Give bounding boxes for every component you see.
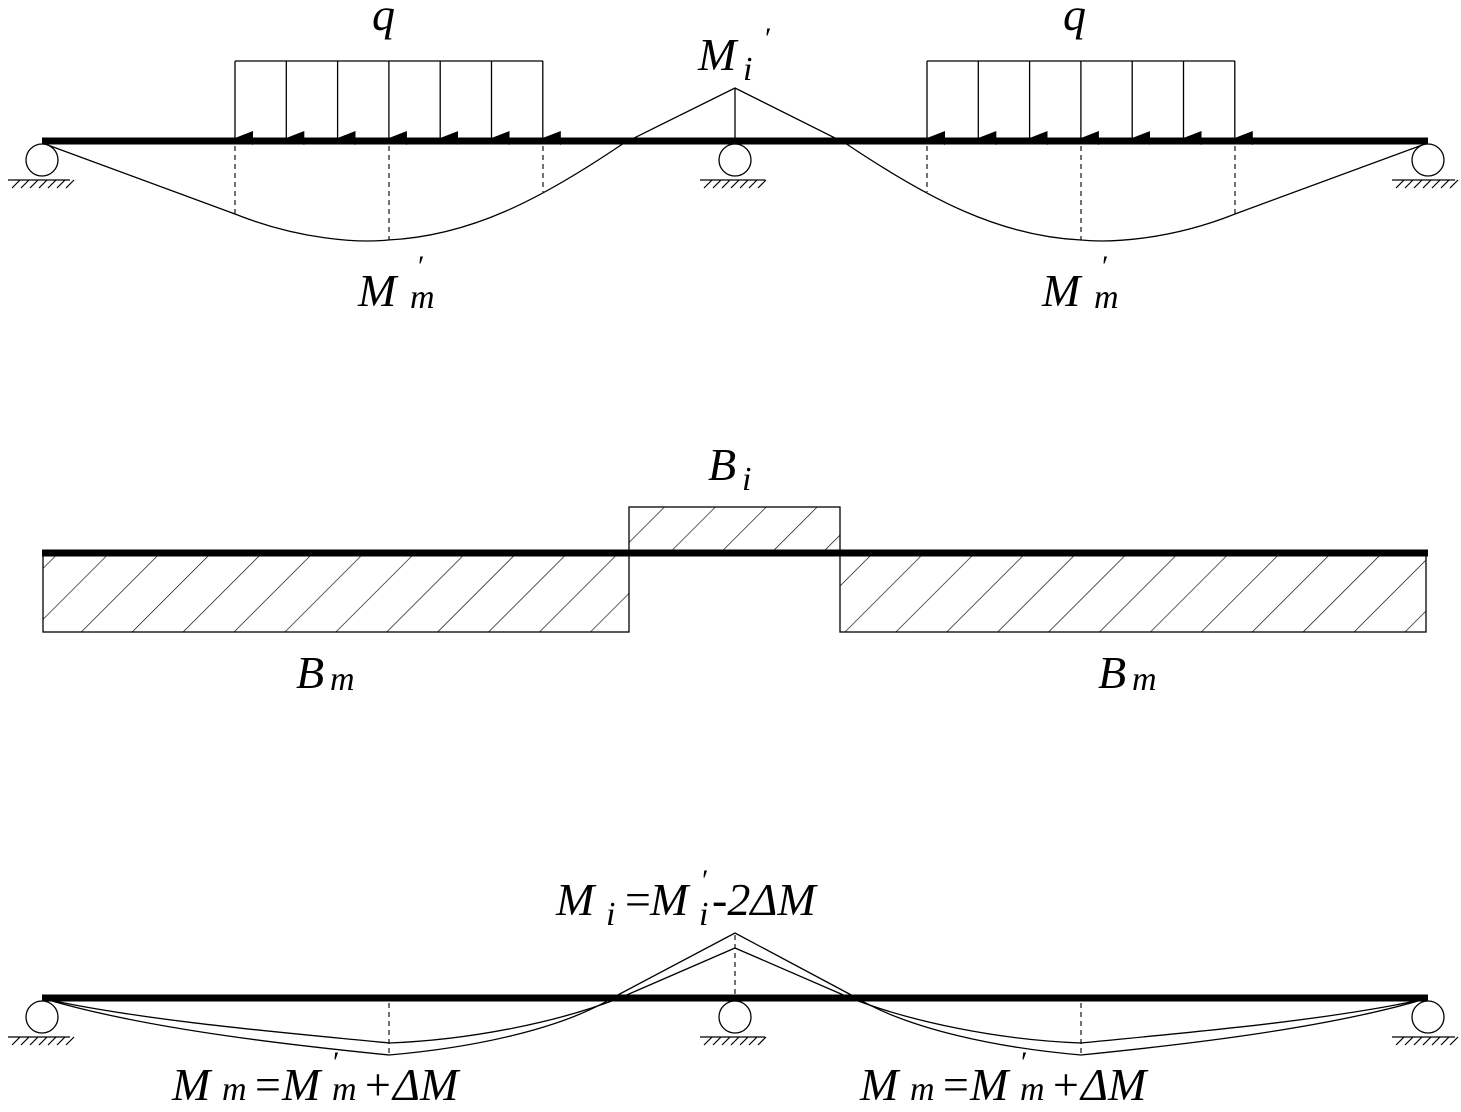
span-stiffness-label-right: B m	[1098, 647, 1157, 698]
ground-hatch	[703, 179, 713, 189]
ground-hatch	[47, 179, 57, 189]
load-label-left: q	[372, 0, 395, 40]
ground-hatch	[748, 1036, 758, 1046]
ground-hatch	[1422, 179, 1432, 189]
moment-curve-left-span	[44, 142, 625, 242]
ground-hatch	[1413, 179, 1423, 189]
load-label-right: q	[1063, 0, 1086, 40]
ground-hatch	[1395, 179, 1405, 189]
ground-hatch	[1404, 1036, 1414, 1046]
span-moment-equation-right: M m = M ′ m +ΔM	[859, 1046, 1149, 1110]
ground-hatch	[29, 1036, 39, 1046]
ground-hatch	[20, 1036, 30, 1046]
ground-hatch	[721, 1036, 731, 1046]
distributed-load-right	[926, 60, 1253, 145]
span-moment-label-right: M m ′	[1041, 250, 1123, 316]
ground-hatch	[1449, 1036, 1459, 1046]
ground-hatch	[721, 179, 731, 189]
dashed-ordinates-panel1	[234, 146, 1236, 240]
ground-hatch	[56, 1036, 66, 1046]
ground-hatch	[757, 179, 767, 189]
ground-hatch	[1440, 1036, 1450, 1046]
elastic-moment-curve	[44, 932, 1426, 1056]
ground-hatch	[730, 179, 740, 189]
stiffness-block-right	[839, 552, 1427, 633]
ground-hatch	[1440, 179, 1450, 189]
ground-hatch	[730, 1036, 740, 1046]
stiffness-block-left	[42, 552, 630, 633]
ground-hatch	[757, 1036, 767, 1046]
ground-hatch	[712, 179, 722, 189]
span-stiffness-label-left: B m	[296, 647, 355, 698]
ground-hatch	[11, 1036, 21, 1046]
roller-support-right	[1392, 143, 1459, 189]
stiffness-panel: B i B m B m	[42, 439, 1428, 698]
span-moment-label-left: M m ′	[357, 250, 439, 316]
roller-support-right-p3	[1392, 1000, 1459, 1046]
ground-hatch	[47, 1036, 57, 1046]
roller-support-left-p3	[8, 1000, 75, 1046]
distributed-load-left	[234, 60, 561, 145]
ground-hatch	[29, 179, 39, 189]
roller-support-left	[8, 143, 75, 189]
ground-hatch	[1431, 1036, 1441, 1046]
ground-hatch	[65, 179, 75, 189]
roller-support-middle-p3	[700, 1000, 767, 1046]
ground-hatch	[748, 179, 758, 189]
ground-hatch	[1404, 179, 1414, 189]
ground-hatch	[56, 179, 66, 189]
dashed-ordinates-panel3	[388, 935, 1082, 1055]
ground-hatch	[38, 1036, 48, 1046]
ground-hatch	[1413, 1036, 1423, 1046]
moment-panel: q q M i ′ M m ′ M m ′	[8, 0, 1459, 316]
ground-hatch	[739, 1036, 749, 1046]
stiffness-block-support	[628, 506, 841, 554]
ground-hatch	[703, 1036, 713, 1046]
support-moment-label: M i ′	[697, 22, 772, 88]
support-moment-equation: M i = M ′ i -2ΔM	[555, 864, 818, 933]
ground-hatch	[20, 179, 30, 189]
roller-support-middle	[700, 143, 767, 189]
ground-hatch	[712, 1036, 722, 1046]
ground-hatch	[1422, 1036, 1432, 1046]
ground-hatch	[11, 179, 21, 189]
ground-hatch	[38, 179, 48, 189]
ground-hatch	[1449, 179, 1459, 189]
span-moment-equation-left: M m = M ′ m +ΔM	[171, 1046, 461, 1110]
ground-hatch	[1431, 179, 1441, 189]
redistribution-panel: M i = M ′ i -2ΔM M m = M ′ m +ΔM M m = M…	[8, 864, 1459, 1110]
support-stiffness-label: B i	[708, 439, 751, 498]
ground-hatch	[1395, 1036, 1405, 1046]
moment-curve-right-span	[844, 142, 1426, 242]
ground-hatch	[739, 179, 749, 189]
ground-hatch	[65, 1036, 75, 1046]
